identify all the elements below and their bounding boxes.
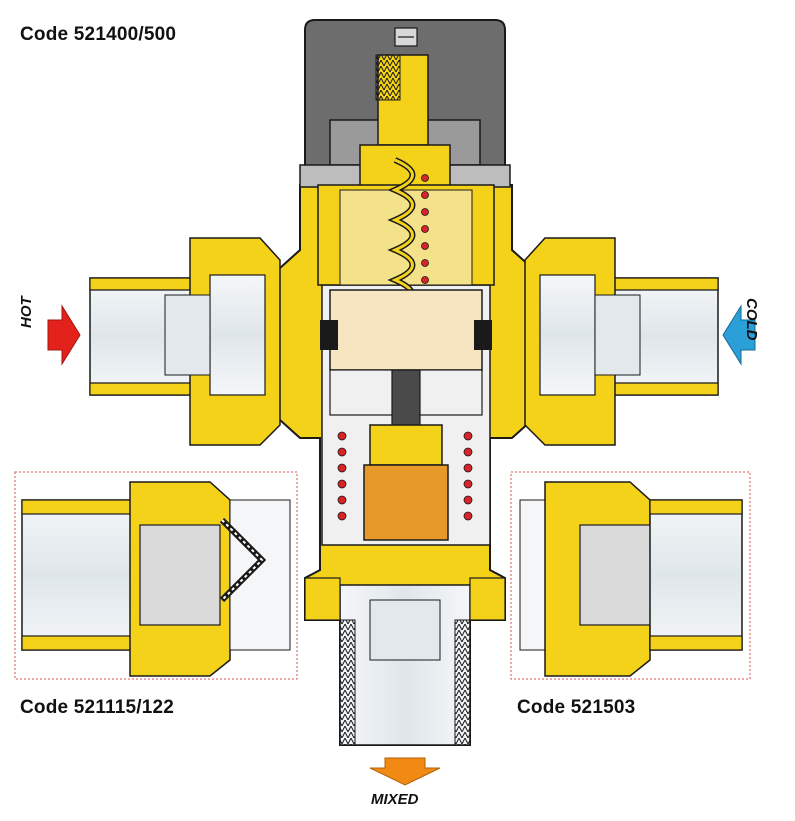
hot-label: HOT [18, 296, 35, 328]
lower-spring-left [337, 431, 347, 521]
right-inset-code-label: Code 521503 [517, 697, 636, 718]
cold-label: COLD [743, 298, 760, 341]
hot-inlet [89, 237, 281, 446]
shutter-housing [339, 189, 473, 286]
arrow-right-icon [47, 304, 81, 366]
cold-inlet [524, 237, 719, 446]
left-inset-fitting [14, 471, 298, 680]
arrow-left-icon [722, 304, 756, 366]
lower-spring-right [463, 431, 473, 521]
mixed-outlet [304, 577, 506, 746]
right-inset-fitting [510, 471, 751, 680]
thermostatic-element [363, 369, 449, 541]
mixed-label: MIXED [371, 791, 419, 808]
main-code-label: Code 521400/500 [20, 24, 177, 45]
arrow-down-icon [369, 757, 441, 786]
left-inset-code-label: Code 521115/122 [20, 697, 175, 718]
